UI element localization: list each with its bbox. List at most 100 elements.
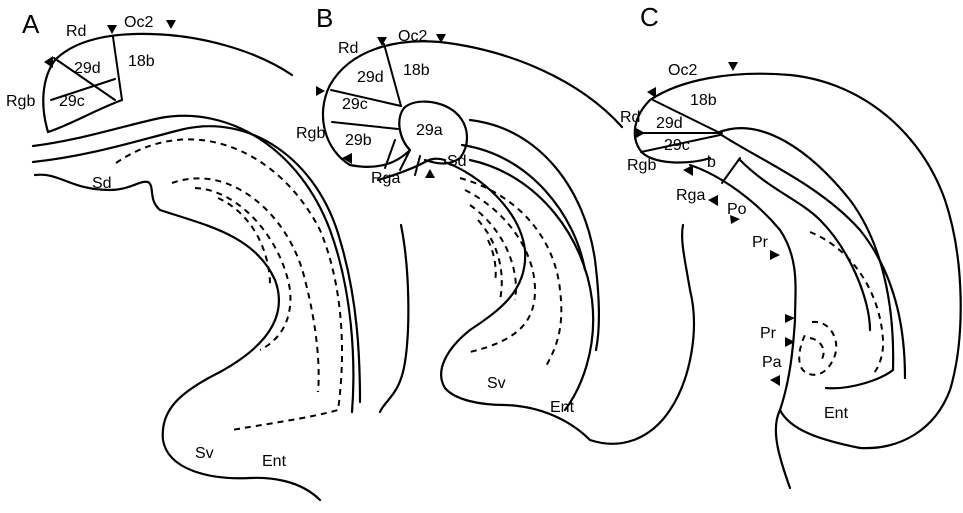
panel-b-divider-sd	[414, 155, 421, 176]
panel-b-label-29c: 29c	[342, 96, 368, 113]
panel-a-dashed-layer-2	[171, 177, 320, 393]
panel-c-inner-band	[738, 158, 872, 332]
panel-c: C Oc2 18b Rd	[620, 2, 962, 490]
panel-b-label-ent: Ent	[550, 399, 575, 416]
panel-c-label-rga: Rga	[676, 187, 705, 204]
panel-c-arrow-29d	[636, 128, 645, 138]
panel-c-dashed-layer-3	[809, 337, 825, 363]
panel-a-label-ent: Ent	[262, 453, 287, 470]
panel-a-label-18b: 18b	[128, 53, 155, 70]
panel-c-retro-cap	[633, 98, 712, 164]
panel-a: A Rd Oc2 29d 18b Rgb 29c Sd Sv Ent	[6, 9, 362, 502]
panel-c-callosum-lower	[718, 132, 907, 380]
panel-b-inner-bump	[348, 100, 468, 168]
panel-c-label-pr1: Pr	[752, 234, 769, 251]
panel-b-divider-29c-29b	[331, 121, 399, 130]
panel-c-label-oc2: Oc2	[668, 62, 697, 79]
panel-b-label-rga: Rga	[371, 170, 400, 187]
panel-b-callosum-upper	[468, 118, 600, 352]
panel-a-arrow-oc2	[166, 20, 176, 29]
panel-a-dashed-layer-4	[217, 197, 271, 286]
panel-b-label-29d: 29d	[357, 69, 384, 86]
panel-a-arrow-rd	[107, 25, 117, 34]
panel-a-divider-29d-29c	[53, 57, 116, 101]
panel-a-label-oc2: Oc2	[124, 14, 153, 31]
panel-b-ventral-stem	[378, 223, 410, 414]
panel-c-divider-29c	[640, 134, 721, 153]
panel-c-label-29c: 29c	[664, 137, 690, 154]
panel-c-label-b: b	[707, 154, 716, 171]
panel-c-label-rgb: Rgb	[627, 157, 656, 174]
panel-b-label-oc2: Oc2	[398, 28, 427, 45]
panel-b-label-29a: 29a	[416, 122, 443, 139]
panel-b-callosum-ventral	[468, 158, 595, 412]
panel-c-outer-surface	[648, 72, 962, 450]
panel-a-label-29c: 29c	[59, 93, 85, 110]
panel-b-outer-surface	[321, 40, 624, 167]
panel-b-dashed-layer-4	[477, 219, 503, 301]
panel-c-dashed-layer-2	[798, 320, 838, 376]
panel-b-label-rgb: Rgb	[296, 125, 325, 142]
panel-c-divider-b	[721, 157, 741, 184]
panel-c-arrow-pa	[785, 337, 795, 347]
panel-a-divider-18b	[112, 36, 123, 101]
panel-b-label-sv: Sv	[487, 375, 506, 392]
panel-b-dashed-layer-1	[459, 177, 563, 369]
panel-b-label-rd: Rd	[338, 40, 358, 57]
panel-b-divider-29d	[383, 43, 402, 107]
panel-c-letter: C	[640, 2, 659, 32]
panel-c-arrow-rga	[708, 195, 718, 206]
panel-b-hippocampal-outline	[440, 160, 696, 445]
panel-b: B Rd Oc2 29d	[296, 3, 696, 445]
panel-b-dashed-layer-5	[487, 239, 497, 283]
panel-c-label-pa: Pa	[762, 354, 782, 371]
panel-c-label-29d: 29d	[656, 115, 683, 132]
panel-a-divider-29c-18b	[50, 78, 116, 101]
panel-c-arrow-po	[730, 215, 740, 224]
panel-c-label-ent: Ent	[824, 405, 849, 422]
panel-a-dashed-layer-1	[115, 138, 344, 431]
panel-a-callosum-upper	[31, 114, 355, 414]
panel-c-arrow-pa-lower	[770, 375, 780, 386]
panel-a-letter: A	[22, 9, 40, 39]
panel-a-label-rgb: Rgb	[6, 93, 35, 110]
panel-b-label-29b: 29b	[345, 132, 372, 149]
panel-c-label-18b: 18b	[690, 92, 717, 109]
panel-a-outer-surface	[42, 32, 294, 134]
panel-b-divider-29b-29a	[384, 139, 396, 169]
panel-b-letter: B	[316, 3, 333, 33]
panel-a-callosal-border	[46, 98, 124, 134]
panel-b-dashed-layer-2	[464, 189, 537, 353]
panel-a-dashed-layer-3	[194, 187, 292, 351]
panel-c-callosum-upper	[715, 127, 895, 372]
panel-b-arrow-29b	[342, 153, 352, 164]
panel-c-label-po: Po	[727, 201, 747, 218]
panel-b-dashed-layer-3	[469, 204, 517, 301]
panel-b-arrow-oc2	[436, 34, 446, 43]
panel-c-arrow-pr2	[785, 314, 795, 323]
panel-c-arrow-pr1	[770, 250, 780, 260]
panel-b-label-18b: 18b	[403, 62, 430, 79]
panel-c-divider-18b	[652, 99, 721, 134]
panel-b-label-sd: Sd	[447, 153, 467, 170]
panel-b-arrow-rd	[377, 37, 387, 46]
panel-a-label-29d: 29d	[74, 60, 101, 77]
panel-b-arrow-rgb	[316, 86, 325, 96]
panel-c-inner-loop	[824, 368, 895, 390]
panel-a-label-rd: Rd	[66, 23, 86, 40]
panel-b-rga-border	[376, 157, 447, 182]
panel-b-divider-29d-29c	[330, 89, 402, 107]
panel-a-label-sd: Sd	[92, 175, 112, 192]
panel-c-arrow-rgb	[683, 165, 693, 176]
panel-b-arrow-rga	[425, 169, 435, 178]
panel-c-arrow-oc2	[728, 62, 738, 71]
panel-c-ventral-outline	[778, 408, 862, 450]
panel-a-label-sv: Sv	[195, 445, 214, 462]
panel-c-label-pr2: Pr	[760, 325, 777, 342]
panel-c-hippocampal-outline	[688, 163, 797, 490]
panel-c-label-rd: Rd	[620, 109, 640, 126]
panel-a-callosum-lower	[31, 125, 362, 404]
panel-a-hippocampal-outline	[33, 173, 322, 502]
panel-b-divider-29a	[399, 149, 411, 171]
